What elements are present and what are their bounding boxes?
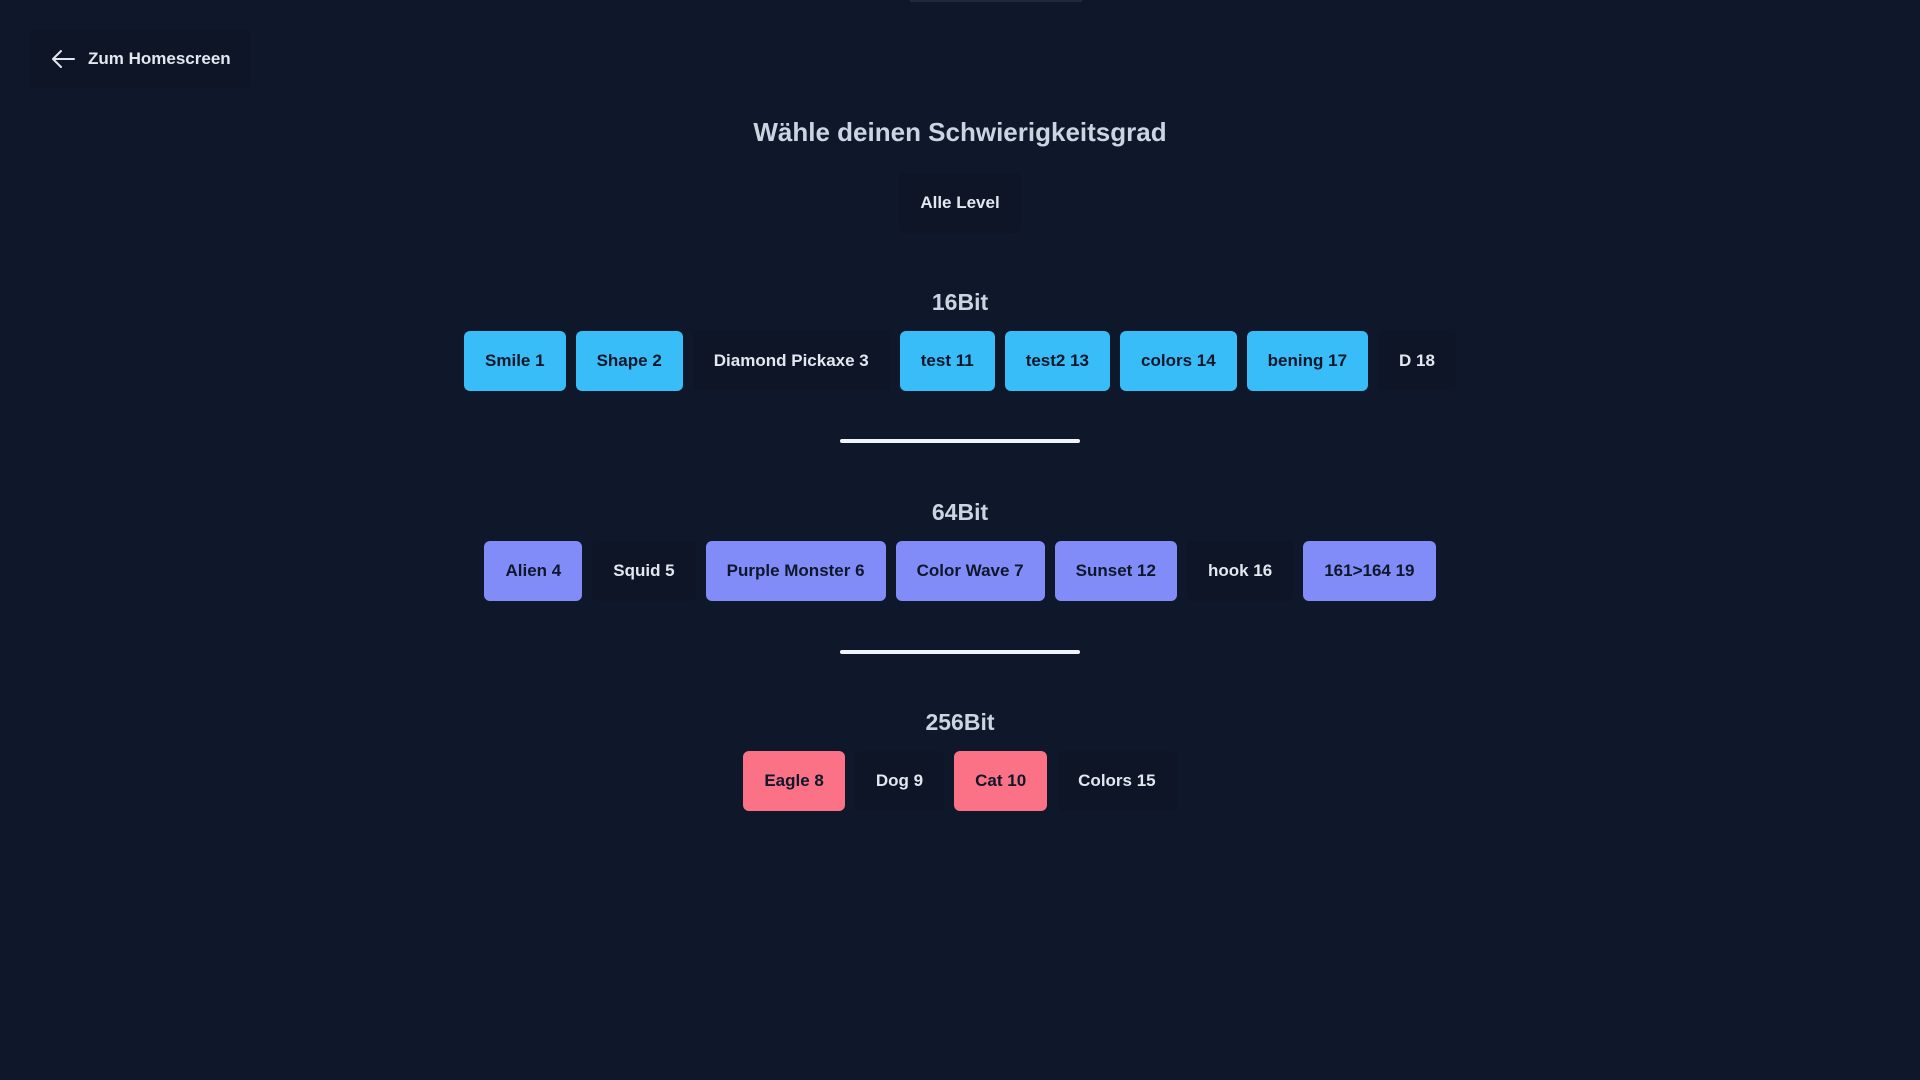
- back-to-homescreen-button[interactable]: Zum Homescreen: [30, 30, 251, 88]
- section-title-16bit: 16Bit: [931, 289, 989, 315]
- level-button-colors-15[interactable]: Colors 15: [1057, 751, 1177, 811]
- level-button-hook-16[interactable]: hook 16: [1186, 541, 1294, 601]
- level-button-shape-2[interactable]: Shape 2: [575, 331, 683, 391]
- page-title: Wähle deinen Schwierigkeitsgrad: [753, 117, 1167, 147]
- section-64bit: 64Bit Alien 4 Squid 5 Purple Monster 6 C…: [0, 497, 1920, 601]
- level-button-cat-10[interactable]: Cat 10: [954, 751, 1048, 811]
- top-handle: [910, 0, 1082, 2]
- level-button-161-164-19[interactable]: 161>164 19: [1303, 541, 1436, 601]
- section-256bit: 256Bit Eagle 8 Dog 9 Cat 10 Colors 15: [0, 707, 1920, 811]
- section-divider: [840, 650, 1080, 654]
- level-button-eagle-8[interactable]: Eagle 8: [743, 751, 845, 811]
- all-levels-button[interactable]: Alle Level: [899, 173, 1021, 233]
- section-title-256bit: 256Bit: [925, 709, 995, 735]
- level-button-colors-14[interactable]: colors 14: [1120, 331, 1237, 391]
- level-button-color-wave-7[interactable]: Color Wave 7: [895, 541, 1045, 601]
- level-button-test-11[interactable]: test 11: [899, 331, 995, 391]
- arrow-left-icon: [50, 49, 76, 69]
- level-button-squid-5[interactable]: Squid 5: [592, 541, 696, 601]
- level-button-purple-monster-6[interactable]: Purple Monster 6: [705, 541, 886, 601]
- level-button-alien-4[interactable]: Alien 4: [484, 541, 583, 601]
- level-button-sunset-12[interactable]: Sunset 12: [1054, 541, 1177, 601]
- level-row-64bit: Alien 4 Squid 5 Purple Monster 6 Color W…: [0, 541, 1920, 601]
- section-16bit: 16Bit Smile 1 Shape 2 Diamond Pickaxe 3 …: [0, 287, 1920, 391]
- level-button-smile-1[interactable]: Smile 1: [464, 331, 566, 391]
- section-divider: [840, 439, 1080, 443]
- level-button-d-18[interactable]: D 18: [1378, 331, 1456, 391]
- level-row-16bit: Smile 1 Shape 2 Diamond Pickaxe 3 test 1…: [0, 331, 1920, 391]
- level-button-bening-17[interactable]: bening 17: [1246, 331, 1369, 391]
- level-button-dog-9[interactable]: Dog 9: [854, 751, 945, 811]
- back-button-label: Zum Homescreen: [88, 49, 231, 68]
- level-button-test2-13[interactable]: test2 13: [1004, 331, 1111, 391]
- level-button-diamond-pickaxe-3[interactable]: Diamond Pickaxe 3: [692, 331, 890, 391]
- level-row-256bit: Eagle 8 Dog 9 Cat 10 Colors 15: [0, 751, 1920, 811]
- section-title-64bit: 64Bit: [931, 499, 989, 525]
